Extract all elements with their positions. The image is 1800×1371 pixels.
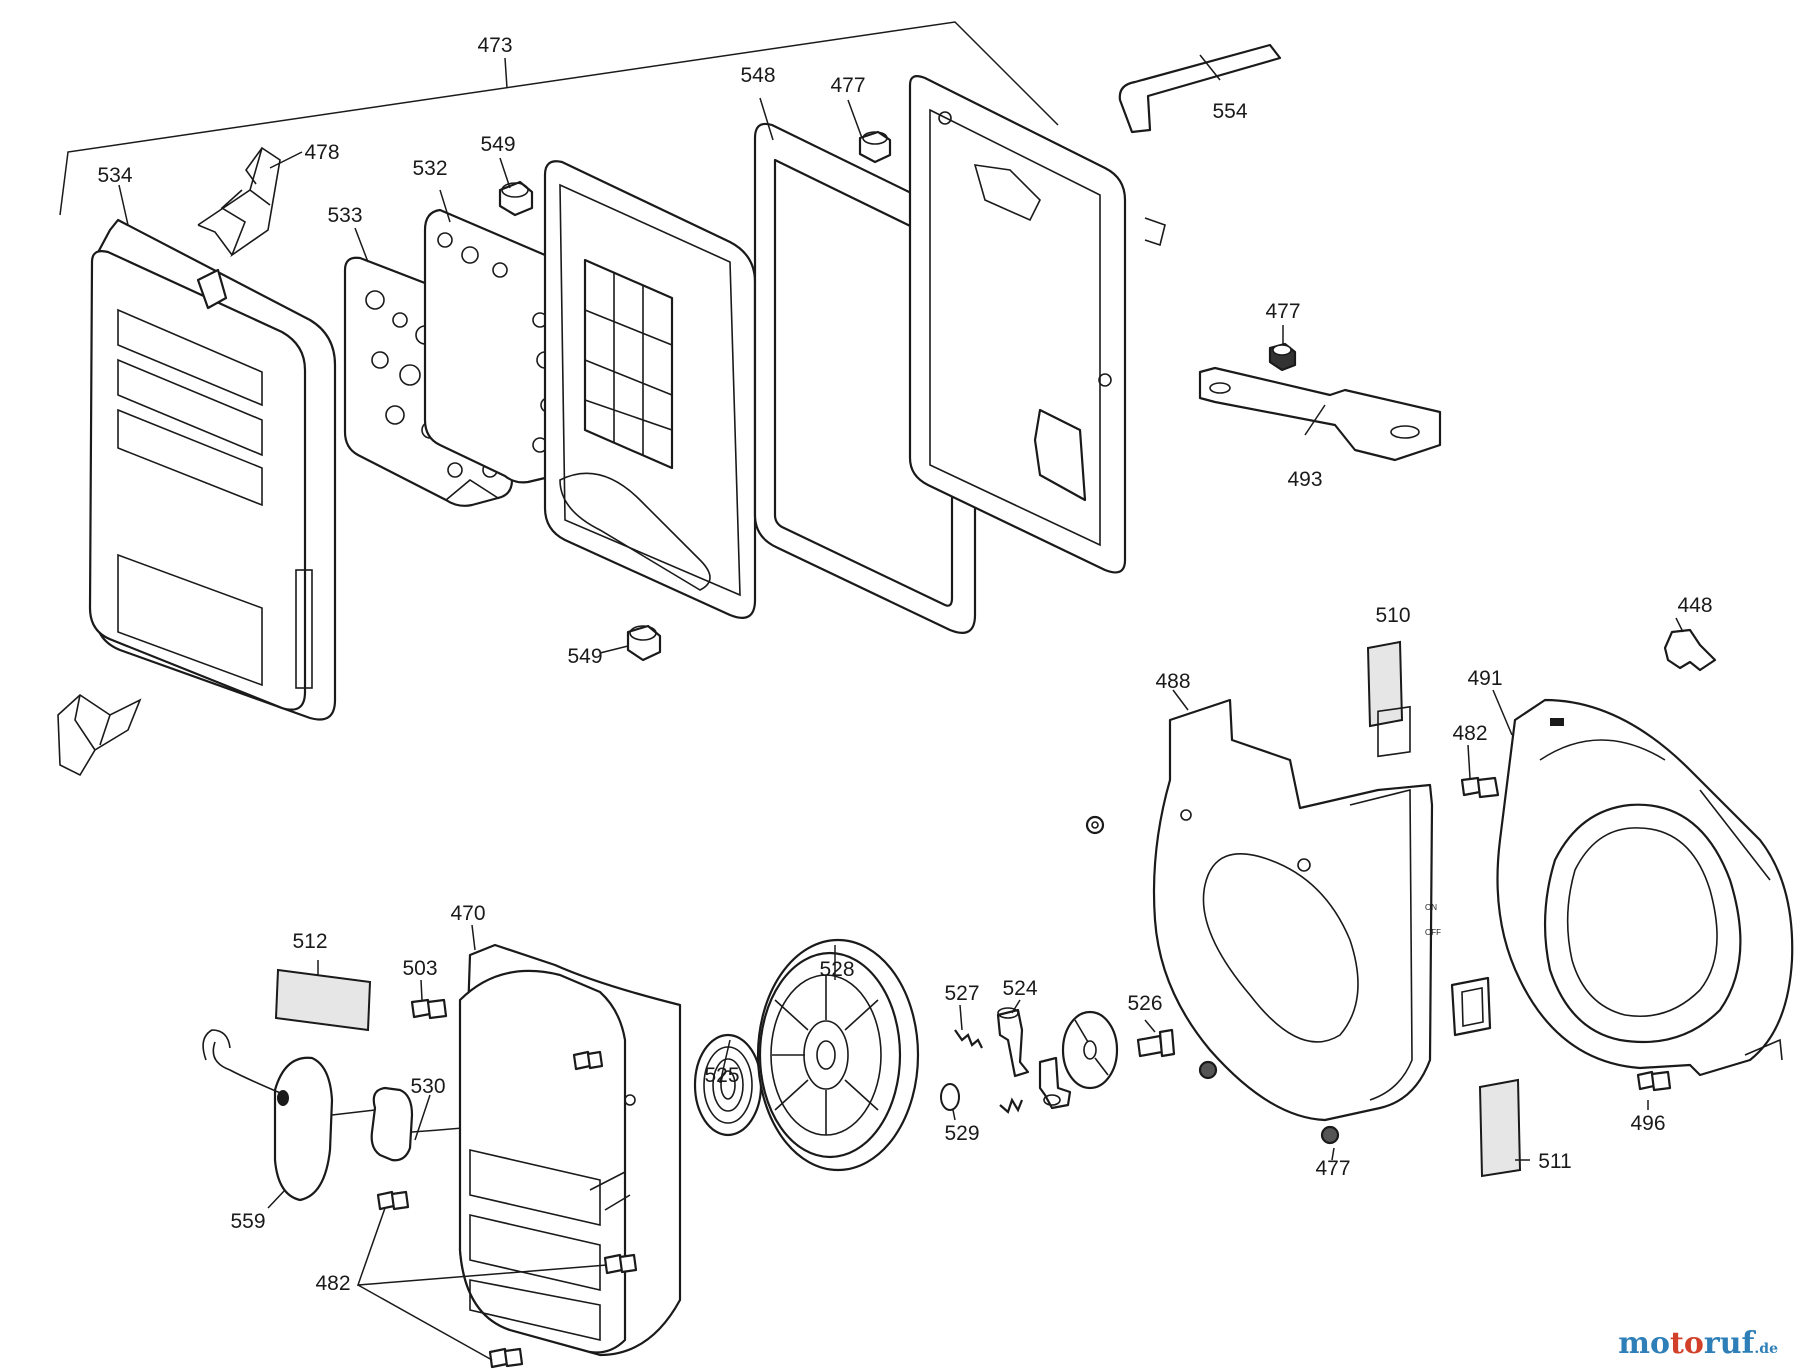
leader-lines xyxy=(118,54,1684,1361)
label-534: 534 xyxy=(97,164,132,187)
label-477-bottom: 477 xyxy=(1315,1157,1350,1180)
switch-on-text: ON xyxy=(1425,903,1437,912)
assembly-bracket-473 xyxy=(59,21,1059,216)
label-512: 512 xyxy=(292,930,327,953)
label-488: 488 xyxy=(1155,670,1190,693)
label-493: 493 xyxy=(1287,468,1322,491)
label-sticker-512[interactable] xyxy=(274,968,372,1032)
label-510: 510 xyxy=(1375,604,1410,627)
label-482-left: 482 xyxy=(315,1272,350,1295)
nut-477-bottom[interactable] xyxy=(1320,1125,1340,1145)
label-528: 528 xyxy=(819,958,854,981)
screw-482-right[interactable] xyxy=(1460,776,1500,799)
label-511: 511 xyxy=(1538,1150,1571,1173)
label-491: 491 xyxy=(1467,667,1502,690)
nut-549-top[interactable] xyxy=(498,180,534,217)
label-527: 527 xyxy=(944,982,979,1005)
part-labels: 473 534 478 533 532 549 549 548 477 554 … xyxy=(97,34,1712,1295)
nut-477-top[interactable] xyxy=(858,130,892,164)
label-448: 448 xyxy=(1677,594,1712,617)
label-524: 524 xyxy=(1002,977,1037,1000)
label-548: 548 xyxy=(740,64,775,87)
screw-496[interactable] xyxy=(1636,1070,1672,1092)
label-496: 496 xyxy=(1630,1112,1665,1135)
label-549-top: 549 xyxy=(480,133,515,156)
switch-off-text: OFF xyxy=(1425,928,1441,937)
screw-482-cover-b[interactable] xyxy=(603,1253,638,1275)
label-478: 478 xyxy=(304,141,339,164)
label-554: 554 xyxy=(1212,100,1247,123)
air-filter-cover[interactable] xyxy=(88,218,337,721)
screw-cover-d[interactable] xyxy=(572,1050,604,1071)
wire-clip-top[interactable] xyxy=(197,146,281,258)
fan-shroud-488[interactable]: ON OFF xyxy=(1152,698,1441,1122)
center-screw-526[interactable] xyxy=(1136,1028,1176,1058)
blower-housing-491[interactable] xyxy=(1496,698,1794,1077)
breather-hose-554[interactable] xyxy=(1118,43,1282,134)
label-549-bottom: 549 xyxy=(567,645,602,668)
starter-pawl-second[interactable] xyxy=(1038,1056,1072,1110)
retaining-ring-529[interactable] xyxy=(940,1083,960,1111)
watermark-logo: motoruf.de xyxy=(1618,1326,1778,1361)
label-559: 559 xyxy=(230,1210,265,1233)
starter-pulley-528[interactable] xyxy=(756,938,920,1172)
label-482-right: 482 xyxy=(1452,722,1487,745)
label-525: 525 xyxy=(704,1064,739,1087)
starter-pawl-524[interactable] xyxy=(996,1007,1030,1078)
screw-482-cover-c[interactable] xyxy=(488,1347,524,1369)
bracket-493[interactable] xyxy=(1198,366,1442,462)
label-477-top: 477 xyxy=(830,74,865,97)
label-533: 533 xyxy=(327,204,362,227)
label-473: 473 xyxy=(477,34,512,57)
air-cleaner-backplate[interactable] xyxy=(908,75,1166,574)
label-470: 470 xyxy=(450,902,485,925)
label-477-mid: 477 xyxy=(1265,300,1300,323)
screw-503[interactable] xyxy=(410,998,448,1020)
recoil-starter-cover-470[interactable] xyxy=(458,943,682,1357)
on-off-switch[interactable] xyxy=(1450,976,1492,1037)
pawl-spring-second[interactable] xyxy=(999,1097,1024,1114)
starter-handle-559[interactable] xyxy=(202,1029,334,1202)
pawl-spring-527[interactable] xyxy=(954,1029,983,1049)
nut-549-bottom[interactable] xyxy=(626,624,662,662)
nut-small-bottom[interactable] xyxy=(1198,1060,1218,1080)
label-sticker-510[interactable] xyxy=(1366,640,1404,728)
cable-clip-448[interactable] xyxy=(1663,628,1717,672)
label-530: 530 xyxy=(410,1075,445,1098)
wire-clip-bottom[interactable] xyxy=(57,693,142,777)
nut-477-mid[interactable] xyxy=(1268,342,1297,372)
friction-plate[interactable] xyxy=(1061,1010,1119,1090)
nut-small-left[interactable] xyxy=(1085,815,1105,835)
label-532: 532 xyxy=(412,157,447,180)
label-sticker-511[interactable] xyxy=(1478,1078,1522,1178)
screw-482-cover-a[interactable] xyxy=(376,1190,410,1211)
filter-base[interactable] xyxy=(543,160,757,619)
label-503: 503 xyxy=(402,957,437,980)
label-529: 529 xyxy=(944,1122,979,1145)
foam-prefilter-532[interactable] xyxy=(423,208,562,484)
label-526: 526 xyxy=(1127,992,1162,1015)
